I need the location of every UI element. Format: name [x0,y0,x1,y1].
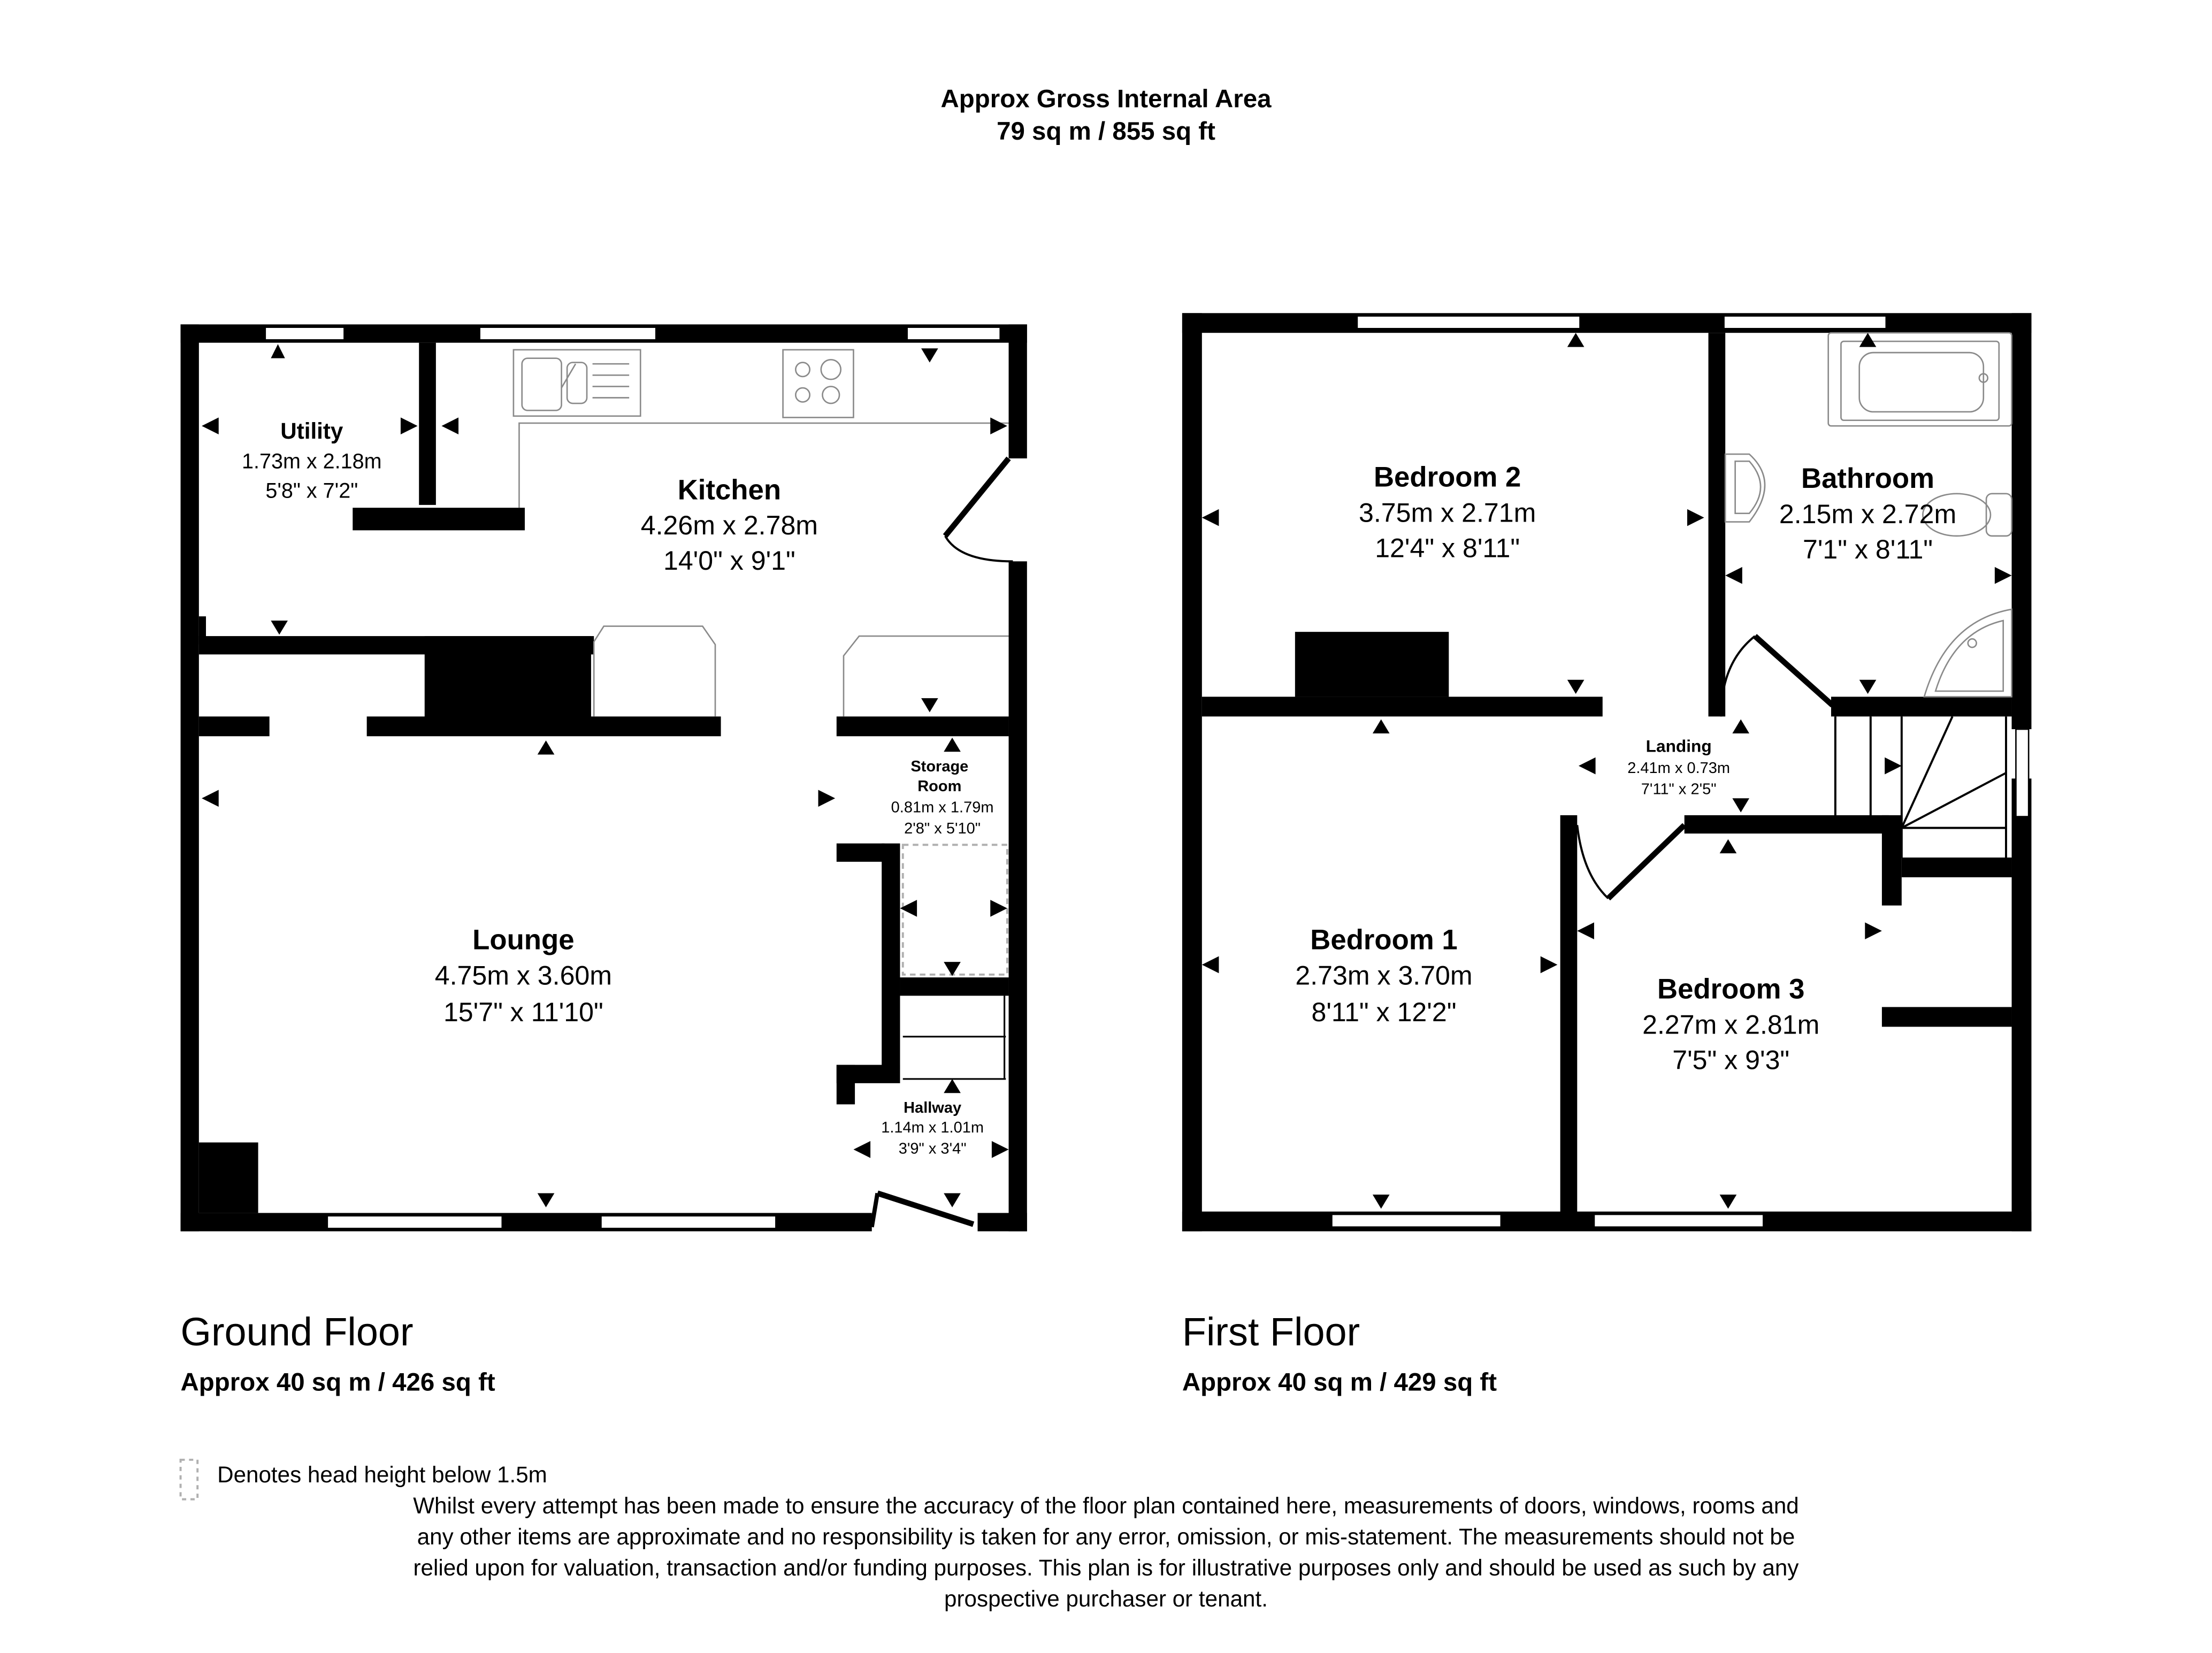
window [479,326,657,341]
window [1593,1213,1764,1228]
disclaimer-line: Whilst every attempt has been made to en… [413,1493,1799,1518]
window [1356,315,1581,330]
ground-floor-title: Ground Floor [181,1310,414,1354]
window [600,1215,777,1229]
basin-icon [1724,453,1766,523]
room-imperial-bathroom: 7'1" x 8'11" [1803,534,1933,564]
room-imperial-storage: 2'8" x 5'10" [904,820,981,837]
bath-icon [1827,332,2012,427]
room-name-landing: Landing [1646,736,1712,755]
first-floor-area: Approx 40 sq m / 429 sq ft [1182,1368,1497,1397]
room-name-utility: Utility [280,418,343,443]
ground-floor-plan: Utility 1.73m x 2.18m 5'8" x 7'2" Kitche… [180,324,1027,1231]
room-name-bedroom-1: Bedroom 1 [1310,924,1457,955]
room-name-lounge: Lounge [472,924,574,955]
shower-icon [1923,608,2012,698]
room-name-kitchen: Kitchen [678,474,781,506]
dashed-box-icon [179,1458,199,1501]
staircase [1834,716,2007,858]
disclaimer-line: relied upon for valuation, transaction a… [414,1555,1799,1580]
room-name-storage-1: Storage [910,758,968,775]
header-total-area: 79 sq m / 855 sq ft [997,117,1215,146]
room-metric-storage: 0.81m x 1.79m [891,799,994,816]
room-imperial-bedroom-3: 7'5" x 9'3" [1672,1045,1789,1075]
window [326,1215,503,1229]
room-name-bedroom-2: Bedroom 2 [1374,462,1521,493]
measurement-arrows [1201,333,2012,1209]
hob-icon [782,349,854,418]
room-metric-bedroom-3: 2.27m x 2.81m [1642,1010,1819,1040]
room-imperial-bedroom-2: 12'4" x 8'11" [1375,533,1520,563]
room-metric-bedroom-2: 3.75m x 2.71m [1359,498,1536,528]
low-headroom-area [901,844,1008,976]
room-imperial-landing: 7'11" x 2'5" [1641,780,1717,798]
room-metric-kitchen: 4.26m x 2.78m [641,510,818,540]
room-imperial-lounge: 15'7" x 11'10" [443,997,603,1027]
door [1753,634,1835,708]
room-name-hallway: Hallway [904,1099,961,1116]
room-metric-landing: 2.41m x 0.73m [1627,760,1730,777]
front-door [876,1190,975,1227]
door [1606,823,1687,901]
first-floor-title: First Floor [1182,1310,1360,1354]
room-name-bedroom-3: Bedroom 3 [1657,974,1804,1005]
header-title: Approx Gross Internal Area [940,85,1272,113]
room-metric-bedroom-1: 2.73m x 3.70m [1295,960,1472,990]
room-metric-hallway: 1.14m x 1.01m [881,1119,984,1136]
room-metric-utility: 1.73m x 2.18m [242,449,382,473]
disclaimer-line: any other items are approximate and no r… [417,1524,1795,1549]
legend-text: Denotes head height below 1.5m [217,1462,547,1487]
measurement-arrows [202,344,1009,1207]
door [943,456,1011,538]
disclaimer-line: prospective purchaser or tenant. [944,1586,1268,1611]
room-name-storage-2: Room [917,778,961,795]
room-metric-bathroom: 2.15m x 2.72m [1779,499,1956,529]
window [1331,1213,1502,1228]
room-imperial-kitchen: 14'0" x 9'1" [663,546,795,576]
window [906,326,1001,341]
room-imperial-bedroom-1: 8'11" x 12'2" [1312,997,1457,1027]
room-metric-lounge: 4.75m x 3.60m [435,960,612,990]
room-imperial-utility: 5'8" x 7'2" [265,479,358,503]
first-floor-plan: Bedroom 2 3.75m x 2.71m 12'4" x 8'11" Ba… [1182,313,2032,1231]
window [264,326,345,341]
toilet-icon [1922,493,2012,537]
window [1723,315,1887,330]
window [2015,728,2030,817]
ground-floor-area: Approx 40 sq m / 426 sq ft [181,1368,495,1397]
room-imperial-hallway: 3'9" x 3'4" [899,1141,967,1158]
sink-icon [512,349,641,417]
room-name-bathroom: Bathroom [1801,463,1934,494]
